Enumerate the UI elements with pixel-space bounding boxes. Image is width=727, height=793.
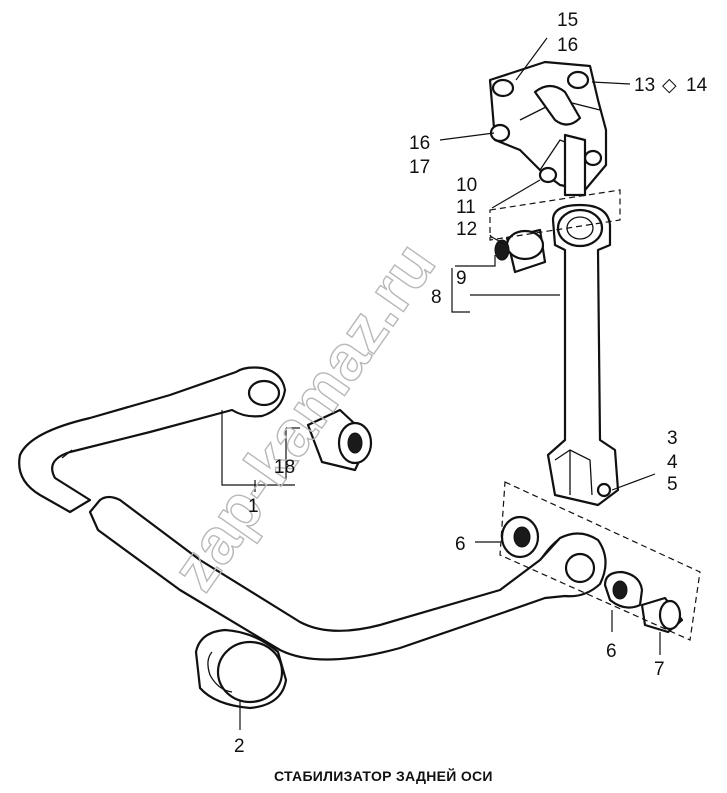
callout-1: 1 [248, 496, 259, 517]
callout-diamond: ◇ [662, 75, 677, 96]
callout-5: 5 [667, 474, 678, 495]
callout-14: 14 [686, 75, 708, 96]
callout-2: 2 [234, 736, 245, 757]
leader-lines [221, 37, 661, 730]
lower-assembly-box [499, 481, 701, 641]
callout-11: 11 [456, 197, 476, 218]
callout-3: 3 [667, 428, 678, 449]
callout-9: 9 [456, 268, 467, 289]
callout-7: 7 [654, 659, 665, 680]
bushing-18 [306, 408, 373, 472]
callout-6-right: 6 [606, 641, 617, 662]
callout-10: 10 [456, 175, 477, 196]
diagram-caption: СТАБИЛИЗАТОР ЗАДНЕЙ ОСИ [274, 767, 493, 784]
callout-15: 15 [557, 10, 578, 31]
callout-18: 18 [274, 457, 295, 478]
bushing-9 [494, 228, 547, 274]
callout-12: 12 [456, 219, 477, 240]
callout-6-left: 6 [455, 534, 466, 555]
callout-13: 13 [634, 75, 655, 96]
callout-labels: 15 16 13 ◇ 14 16 17 10 11 12 9 8 3 4 5 1… [234, 10, 708, 757]
callout-16-left: 16 [409, 133, 430, 154]
callout-4: 4 [667, 452, 678, 473]
callout-17: 17 [409, 157, 430, 178]
stabilizer-bar [18, 366, 607, 661]
callout-8: 8 [431, 287, 442, 308]
callout-16-top: 16 [557, 35, 578, 56]
vertical-link [546, 203, 620, 507]
upper-assembly-box [489, 189, 621, 241]
upper-bracket [488, 60, 608, 197]
rubber-bushing-2 [194, 628, 288, 710]
